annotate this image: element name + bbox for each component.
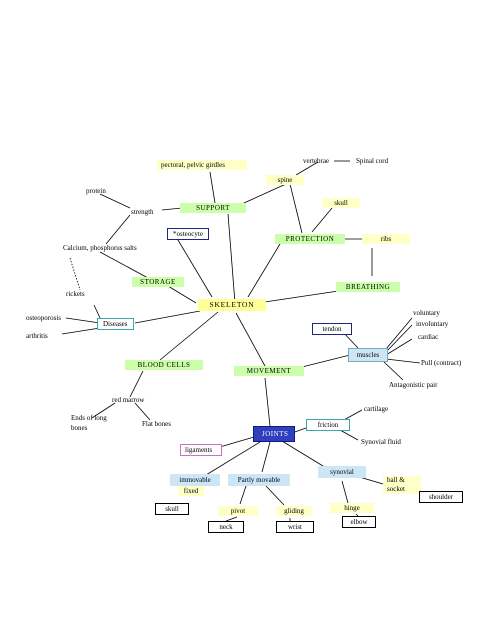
node-ribs: ribs [362,234,410,244]
node-skull-top: skull [322,198,360,208]
node-calcium-phosphorus: Calcium, phosphorus salts [63,244,137,252]
node-strength: strength [131,208,154,216]
node-immovable: immovable [170,474,220,486]
node-partly-movable: Partly movable [228,474,290,486]
node-osteoporosis: osteoporosis [26,314,61,322]
node-pivot: pivot [218,506,258,516]
node-joints: JOINTS [253,426,295,442]
node-diseases: Diseases [97,318,134,330]
node-breathing: BREATHING [336,282,400,292]
node-friction: friction [306,419,350,431]
node-vertebrae: vertebrae [303,157,330,165]
node-skeleton: SKELETON [198,299,266,311]
node-synovial: synovial [318,466,366,478]
node-hinge: hinge [330,503,374,513]
node-spine: spine [266,175,304,185]
node-neck: neck [208,521,244,533]
node-ball-and-socket: ball & socket [383,476,421,494]
node-protection: PROTECTION [275,234,345,244]
node-muscles: muscles [348,348,388,362]
node-support: SUPPORT [180,203,246,213]
node-osteocyte: *osteocyte [167,228,209,240]
node-protein: protein [86,187,106,195]
node-pectoral-pelvic-girdles: pectoral, pelvic girdles [157,160,247,170]
node-synovial-fluid: Synovial fluid [361,438,401,446]
node-rickets: rickets [66,290,85,298]
node-spinal-cord: Spinal cord [356,157,389,165]
node-voluntary: voluntary [413,309,440,317]
node-cartilage: cartilage [364,405,389,413]
node-involuntary: involuntary [416,320,449,328]
node-ends-of-long-bones: Ends of long bones [71,414,107,432]
node-tendon: tendon [312,323,352,335]
node-shoulder: shoulder [419,491,463,503]
node-pull-contract: Pull (contract) [421,359,462,367]
node-elbow: elbow [342,516,376,528]
node-gliding: gliding [276,506,312,516]
node-wrist: wrist [276,521,314,533]
node-skull-box: skull [155,503,189,515]
node-arthritis: arthritis [26,332,48,340]
node-ligaments: ligaments [180,444,222,456]
node-fixed: fixed [178,486,204,496]
node-storage: STORAGE [132,277,184,287]
node-red-marrow: red marrow [112,396,145,404]
node-blood-cells: BLOOD CELLS [125,360,203,370]
node-antagonistic-pair: Antagonistic pair [389,381,438,389]
node-cardiac: cardiac [418,333,439,341]
node-movement: MOVEMENT [234,366,304,376]
node-flat-bones: Flat bones [142,420,171,428]
